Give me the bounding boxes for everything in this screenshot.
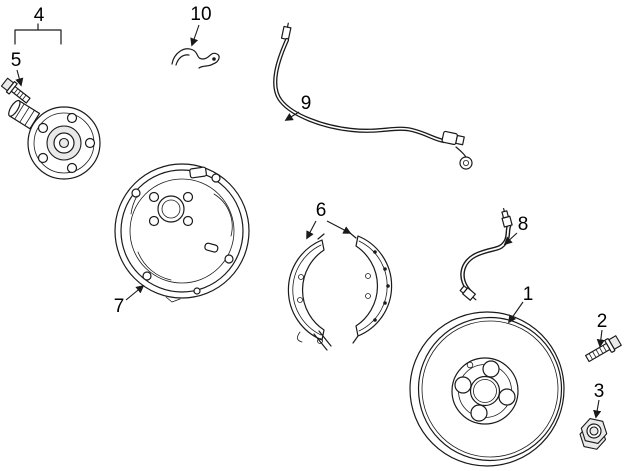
part-label-4: 4 bbox=[34, 5, 45, 26]
leader-line-6a bbox=[306, 220, 317, 240]
leader-line-9 bbox=[284, 111, 300, 121]
leader-bracket-4 bbox=[14, 23, 62, 45]
leader-line-2 bbox=[596, 329, 605, 348]
leader-line-5 bbox=[15, 69, 24, 87]
hub-assembly-illustration bbox=[8, 99, 101, 180]
center-bore bbox=[469, 375, 501, 407]
cable-connector bbox=[441, 130, 465, 146]
wheel-stud-hole bbox=[84, 137, 96, 149]
bolt-illustration bbox=[584, 335, 622, 363]
leader-line-8 bbox=[503, 232, 518, 246]
lug-hole bbox=[498, 388, 516, 406]
part-label-5: 5 bbox=[11, 50, 22, 71]
part-label-3: 3 bbox=[594, 381, 605, 402]
brake-drum-illustration bbox=[409, 311, 565, 467]
leader-line-1 bbox=[508, 301, 524, 324]
ring-terminal bbox=[459, 156, 473, 170]
brake-hose-illustration bbox=[459, 207, 513, 301]
leader-line-3 bbox=[593, 399, 602, 419]
leader-line-6b bbox=[326, 220, 352, 234]
part-label-10: 10 bbox=[190, 4, 211, 25]
leader-line-7 bbox=[125, 284, 145, 301]
retainer-clip-illustration bbox=[171, 48, 220, 69]
cable-outline bbox=[273, 37, 447, 144]
part-label-2: 2 bbox=[597, 311, 608, 332]
part-label-9: 9 bbox=[301, 93, 312, 114]
abs-sensor-cable-illustration bbox=[273, 22, 473, 170]
part-label-8: 8 bbox=[518, 214, 529, 235]
leader-line-10 bbox=[190, 24, 200, 47]
brake-shoe-right-illustration bbox=[349, 232, 393, 344]
part-label-1: 1 bbox=[523, 284, 534, 305]
brake-shoe-left-illustration bbox=[287, 233, 332, 351]
backing-plate-illustration bbox=[114, 163, 250, 303]
hose-fitting-top bbox=[501, 207, 513, 228]
hose-fitting-bottom bbox=[459, 285, 477, 301]
hub-bolt-illustration bbox=[0, 77, 31, 104]
nut-illustration bbox=[579, 418, 608, 450]
part-label-6: 6 bbox=[316, 200, 327, 221]
part-label-7: 7 bbox=[114, 296, 125, 317]
